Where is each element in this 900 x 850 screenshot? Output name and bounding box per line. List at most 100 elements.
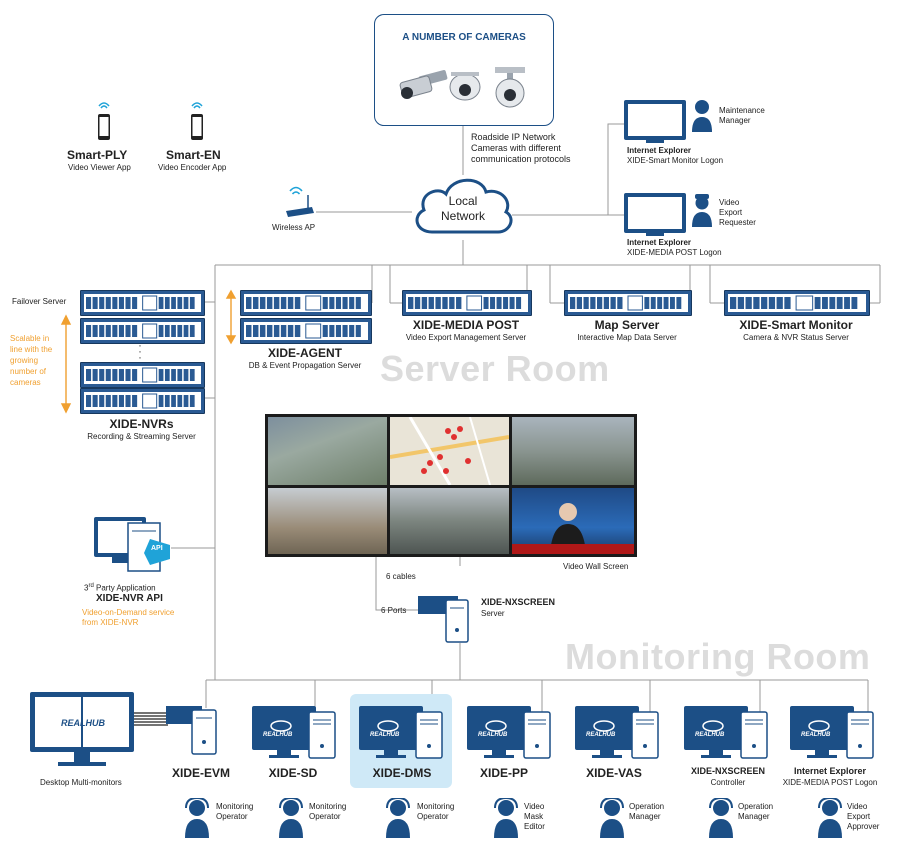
map-desc: Interactive Map Data Server <box>577 333 677 342</box>
operator-person-icon <box>493 796 519 843</box>
media-post-name: XIDE-MEDIA POST <box>412 318 520 332</box>
operator-person-icon <box>817 796 843 843</box>
ws-nxscreen-workstation-icon: REALHUB <box>683 704 773 765</box>
wall-tile-map <box>390 417 509 485</box>
op-vas-2: Manager <box>629 812 661 821</box>
ws-vas-workstation-icon: REALHUB <box>574 704 664 765</box>
op-dms-2: Operator <box>417 812 449 821</box>
op-nx-1: Operation <box>738 802 774 811</box>
scalable-note-5: cameras <box>10 378 41 387</box>
nxscreen-server-desc: Server <box>481 609 505 618</box>
operator-person-icon <box>184 796 210 843</box>
cameras-box: A NUMBER OF CAMERAS <box>374 14 554 126</box>
agent-desc: DB & Event Propagation Server <box>248 361 362 370</box>
maintenance-manager-person-icon <box>692 100 712 132</box>
scalable-note: Scalable in line with the growing number… <box>10 333 52 388</box>
op-nx-2: Manager <box>738 812 770 821</box>
media-post-server-icon <box>402 290 532 316</box>
bullet-camera-icon <box>399 69 448 99</box>
brand-logo: REALHUB <box>263 732 293 738</box>
brand-logo: REALHUB <box>370 732 400 738</box>
api-badge: API <box>151 545 163 552</box>
smart-en-name: Smart-EN <box>166 148 221 162</box>
third-party-app-label: 3rd Party Application <box>84 581 156 594</box>
brand-logo: REALHUB <box>478 732 508 738</box>
network-label-1: Local <box>448 194 478 208</box>
nxscreen-server-name: XIDE-NXSCREEN <box>481 597 556 607</box>
op-sd-2: Operator <box>309 812 341 821</box>
op-pp-2: Mask <box>524 812 544 821</box>
video-wall-screen <box>265 414 637 557</box>
ws-dms-workstation-icon: REALHUB <box>358 704 448 765</box>
nvr-server-icon <box>80 388 205 414</box>
desktop-monitors-label: Desktop Multi-monitors <box>40 778 122 787</box>
cameras-desc-3: communication protocols <box>471 154 571 164</box>
ws-pp-workstation-icon: REALHUB <box>466 704 556 765</box>
phone-ply-icon <box>98 102 110 140</box>
brand-logo: REALHUB <box>586 732 616 738</box>
wall-tile-highway <box>512 417 634 485</box>
smart-monitor-server-icon <box>724 290 870 316</box>
op-pp-1: Video <box>524 802 545 811</box>
server-room-watermark: Server Room <box>380 348 610 389</box>
maintenance-role-2: Manager <box>719 116 751 125</box>
client-top-2-app: Internet Explorer <box>627 238 692 247</box>
nvr-server-icon <box>80 318 205 344</box>
client-top-2-sub: XIDE-MEDIA POST Logon <box>627 248 722 257</box>
op-ie-3: Approver <box>847 822 880 831</box>
smart-en-desc: Video Encoder App <box>158 163 227 172</box>
ws-pp-name: XIDE-PP <box>479 766 528 780</box>
map-name: Map Server <box>594 318 660 332</box>
ellipsis-dots: ··· <box>138 338 142 364</box>
requester-role-1: Video <box>719 198 740 207</box>
ws-sd-workstation-icon: REALHUB <box>251 704 341 765</box>
requester-role-3: Requester <box>719 218 756 227</box>
cameras-desc-1: Roadside IP Network <box>471 132 556 142</box>
ws-nxscreen-name: XIDE-NXSCREEN <box>690 766 765 776</box>
media-post-desc: Video Export Management Server <box>405 333 527 342</box>
wall-tile-traffic <box>390 488 509 554</box>
smart-monitor-desc: Camera & NVR Status Server <box>743 333 849 342</box>
network-label: Local Network <box>430 194 496 224</box>
map-server-icon <box>564 290 692 316</box>
failover-label: Failover Server <box>12 297 67 306</box>
op-pp-3: Editor <box>524 822 545 831</box>
third-party-app-rest: Party Application <box>93 583 156 593</box>
operator-person-icon <box>599 796 625 843</box>
network-label-2: Network <box>440 209 485 223</box>
client-top-1-app: Internet Explorer <box>627 146 692 155</box>
op-sd-1: Monitoring <box>309 802 347 811</box>
video-wall-label: Video Wall Screen <box>563 562 629 571</box>
monitor-icon <box>624 193 686 233</box>
scalable-note-3: growing <box>10 356 39 365</box>
ws-sd-name: XIDE-SD <box>268 766 318 780</box>
ws-ie-name: Internet Explorer <box>793 766 867 776</box>
evm-server-icon <box>166 706 217 755</box>
nvr-api-name: XIDE-NVR API <box>96 593 163 604</box>
smart-ply-name: Smart-PLY <box>67 148 128 162</box>
third-party-app-sup: rd <box>88 583 94 589</box>
wall-tile-construction <box>268 488 387 554</box>
nvr-api-note-2: from XIDE-NVR <box>82 618 139 627</box>
agent-name: XIDE-AGENT <box>267 346 342 360</box>
requester-role-2: Export <box>719 208 743 217</box>
ws-nxscreen-sub: Controller <box>710 778 746 787</box>
ws-ie-workstation-icon: REALHUB <box>789 704 879 765</box>
op-evm-2: Operator <box>216 812 248 821</box>
nvr-api-note-1: Video-on-Demand service <box>82 608 175 617</box>
op-vas-1: Operation <box>629 802 665 811</box>
export-requester-person-icon <box>692 194 712 227</box>
monitor-stand <box>646 233 664 236</box>
nxscreen-server-icon <box>418 596 469 643</box>
third-party-app-icon <box>94 517 170 572</box>
wall-tile-city <box>268 417 387 485</box>
nvr-server-icon <box>80 362 205 388</box>
nvrs-desc: Recording & Streaming Server <box>87 432 196 441</box>
client-top-1-sub: XIDE-Smart Monitor Logon <box>627 156 724 165</box>
op-dms-1: Monitoring <box>417 802 455 811</box>
desktop-multi-monitors-icon <box>30 692 134 766</box>
agent-server-icon <box>240 318 372 344</box>
smart-ply-desc: Video Viewer App <box>68 163 131 172</box>
phone-en-icon <box>191 102 203 140</box>
